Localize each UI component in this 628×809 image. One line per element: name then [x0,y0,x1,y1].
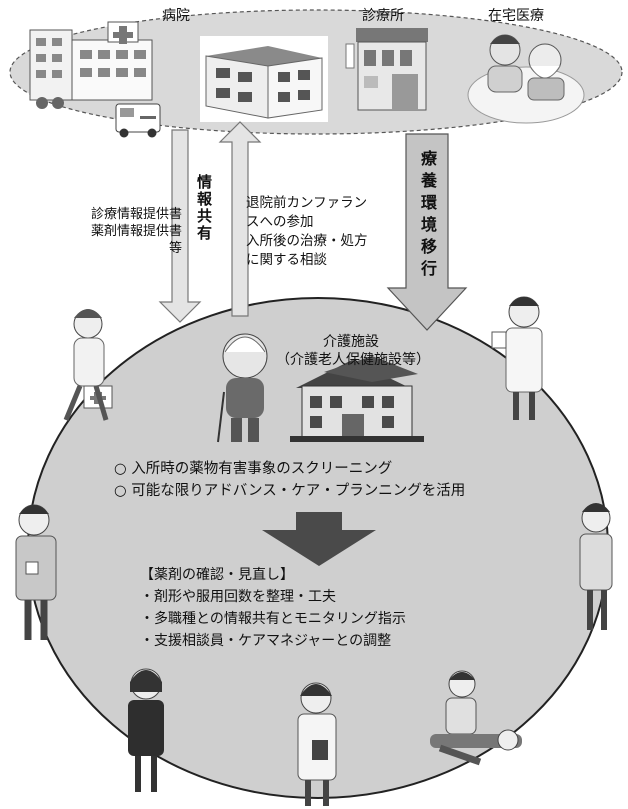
medication-review: 【薬剤の確認・見直し】 ・剤形や服用回数を整理・工夫 ・多職種との情報共有とモニ… [140,564,406,652]
right-note-line: 退院前カンファラン [246,195,368,211]
pharmacist-illustration [297,682,337,806]
nurse-illustration [63,309,113,421]
key-points: ○ 入所時の薬物有害事象のスクリーニング ○ 可能な限りアドバンス・ケア・プラン… [114,458,465,502]
care-worker-illustration-right [579,503,613,630]
hospital-label: 病院 [162,8,190,24]
review-item: ・剤形や服用回数を整理・工夫 [140,589,336,605]
info-down-arrow [158,129,202,323]
center-down-arrow [262,512,376,566]
staff-illustration-left [15,504,57,640]
doctor-illustration [491,296,543,420]
right-note-line: に関する相談 [246,252,327,268]
home-care-illustration [467,34,585,124]
home-care-label: 在宅医療 [488,8,544,24]
left-notes: 診療情報提供書 薬剤情報提供書 等 [40,206,182,257]
left-note-line: 診療情報提供書 [90,207,182,222]
left-note-line: 等 [168,241,182,256]
elderly-person-illustration [217,333,268,443]
rehabilitation-illustration [430,670,522,766]
info-share-label: 情報共有 [195,174,213,242]
transition-arrow [386,133,468,331]
facility-subtitle: （介護老人保健施設等） [276,352,430,368]
right-notes: 退院前カンファラン スへの参加 入所後の治療・処方 に関する相談 [246,194,368,270]
info-up-arrow [218,121,262,317]
review-item: ・支援相談員・ケアマネジャーとの調整 [140,633,392,649]
office-worker-illustration [128,668,164,792]
transition-label: 療養環境移行 [418,150,437,282]
clinic-icon [345,28,428,111]
review-heading: 【薬剤の確認・見直し】 [140,567,294,583]
clinic-label: 診療所 [362,8,404,24]
review-item: ・多職種との情報共有とモニタリング指示 [140,611,406,627]
care-facility-building [290,356,424,442]
key-point-item: ○ 入所時の薬物有害事象のスクリーニング [114,461,393,477]
right-note-line: スへの参加 [246,214,314,230]
ambulance-icon [115,103,161,138]
building-photo [200,36,328,122]
key-point-item: ○ 可能な限りアドバンス・ケア・プランニングを活用 [114,483,466,499]
facility-title: 介護施設 [323,334,379,350]
hospital-icon [29,21,153,109]
left-note-line: 薬剤情報提供書 [90,224,182,239]
right-note-line: 入所後の治療・処方 [246,233,368,249]
